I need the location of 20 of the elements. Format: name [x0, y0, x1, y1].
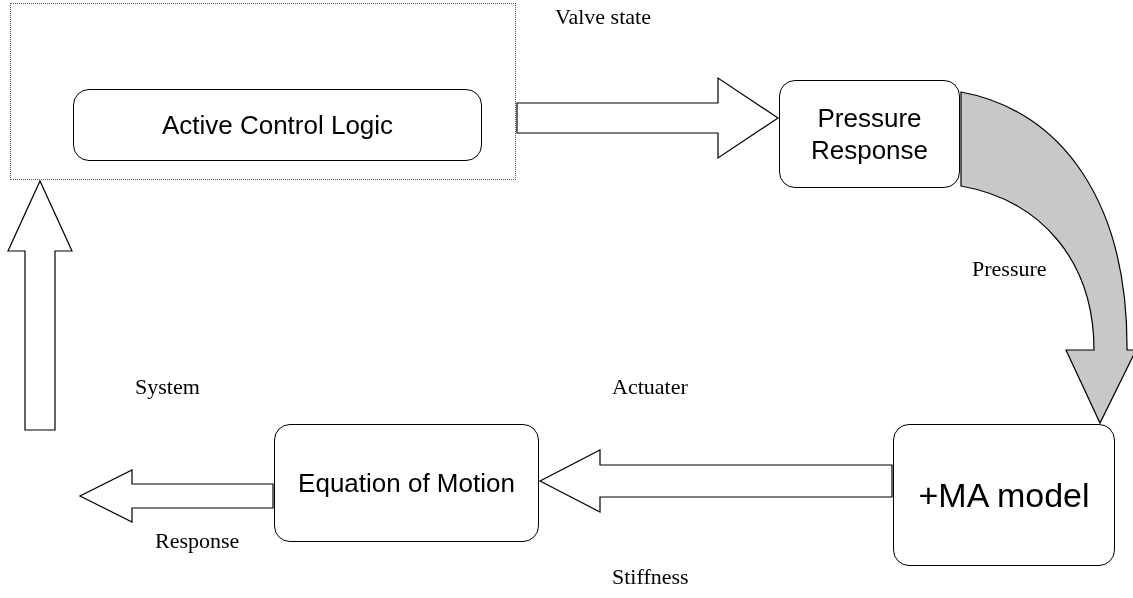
block-arrow	[78, 469, 274, 523]
text-label: Stiffness	[612, 566, 689, 588]
process-box	[73, 89, 482, 161]
node-text: Active Control Logic	[161, 108, 394, 142]
block-arrow	[516, 76, 780, 160]
curved-arrow	[960, 91, 1133, 424]
edge-label: Actuater	[612, 376, 688, 398]
process-box	[274, 424, 539, 542]
process-box	[893, 424, 1115, 566]
dotted-group-box	[10, 3, 516, 180]
node-text: +MA model	[918, 474, 1090, 516]
block-arrow	[7, 179, 73, 431]
edge-label: Valve state	[555, 6, 651, 28]
text-label: Response	[155, 530, 240, 552]
edge-label: System	[135, 376, 200, 398]
node-text: Pressure Response	[809, 101, 930, 167]
edge-label: Pressure	[972, 258, 1047, 280]
block-arrow	[538, 449, 893, 513]
process-box	[779, 80, 960, 188]
node-text: Equation of Motion	[298, 466, 515, 500]
